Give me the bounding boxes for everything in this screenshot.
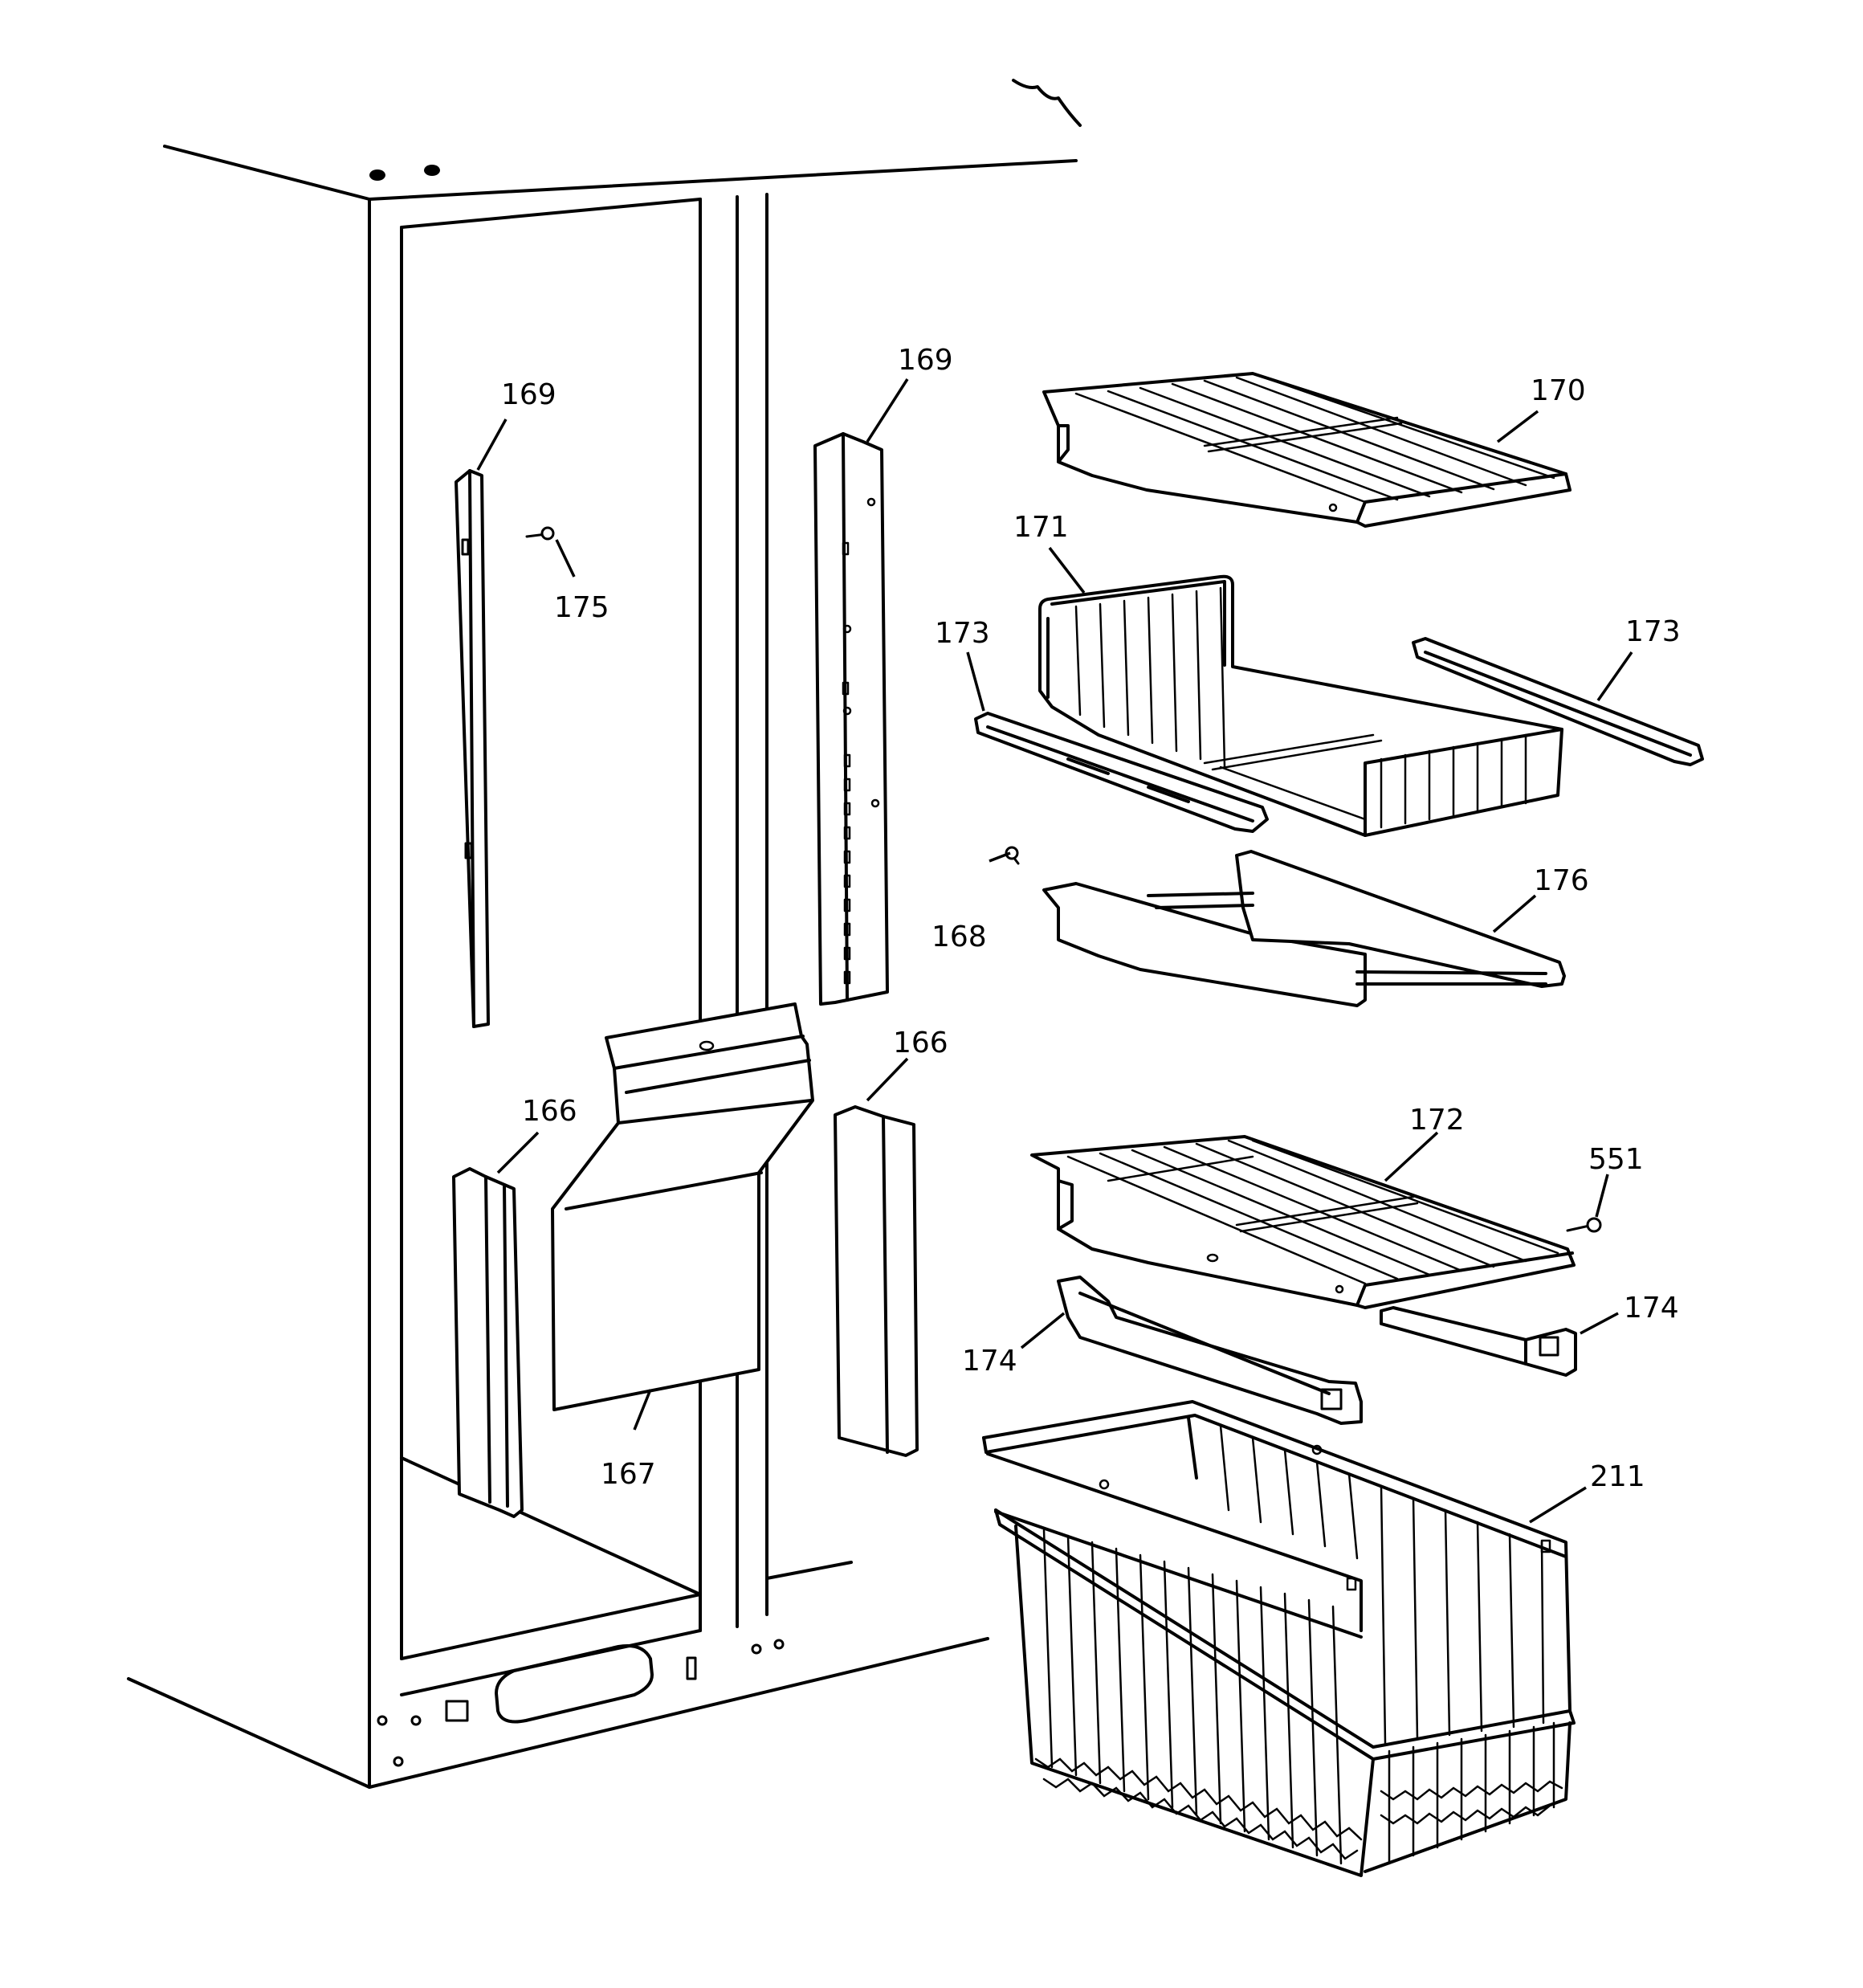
part-174-right-slide-rail (1380, 1306, 1577, 1377)
callout-174-left: 174 (962, 1345, 1017, 1378)
callout-211: 211 (1590, 1460, 1645, 1493)
callout-172: 172 (1409, 1104, 1465, 1137)
part-171-basket-shelf (1038, 574, 1563, 837)
callout-169-right: 169 (898, 344, 953, 377)
part-176-shelf-frame (1042, 850, 1566, 1007)
part-172-wire-shelf (1030, 1135, 1576, 1309)
callout-171: 171 (1013, 511, 1069, 544)
callout-170: 170 (1531, 374, 1586, 407)
basket-wires-front (1042, 1424, 1555, 1865)
callout-166-right: 166 (893, 1027, 948, 1059)
part-166-left-cover (452, 1167, 524, 1518)
part-167-duct-cover (551, 1002, 814, 1411)
part-174-left-slide-rail (1057, 1276, 1363, 1425)
callout-167: 167 (601, 1458, 656, 1491)
shelf-wires (1074, 372, 1555, 504)
part-173-right-slide (1412, 637, 1704, 766)
part-169-right-rail (813, 432, 889, 1006)
callout-166-left: 166 (522, 1095, 577, 1128)
callout-168: 168 (932, 921, 987, 953)
rail-slots (842, 497, 880, 985)
part-211-wire-basket (982, 1400, 1576, 1877)
callout-labels: 169 175 169 170 171 173 173 168 176 166 … (501, 344, 1681, 1493)
callout-174-right: 174 (1624, 1292, 1679, 1325)
callout-173-left: 173 (935, 617, 990, 650)
part-175-screw (525, 526, 555, 541)
callout-176: 176 (1534, 864, 1589, 897)
part-166-right-cover (834, 1105, 919, 1457)
callout-551: 551 (1588, 1143, 1644, 1176)
part-551-screw (1566, 1217, 1602, 1233)
basket-wires (1074, 586, 1527, 829)
part-170-wire-shelf (1042, 372, 1572, 528)
callout-175: 175 (554, 591, 609, 624)
part-169-left-rail (455, 469, 490, 1028)
callout-169-left: 169 (501, 378, 556, 411)
callout-173-right: 173 (1625, 615, 1681, 648)
part-168-screw (1005, 846, 1020, 865)
leader-lines (476, 378, 1633, 1524)
shelf-wires-lower (1066, 1139, 1559, 1285)
part-173-left-slide (974, 712, 1269, 833)
